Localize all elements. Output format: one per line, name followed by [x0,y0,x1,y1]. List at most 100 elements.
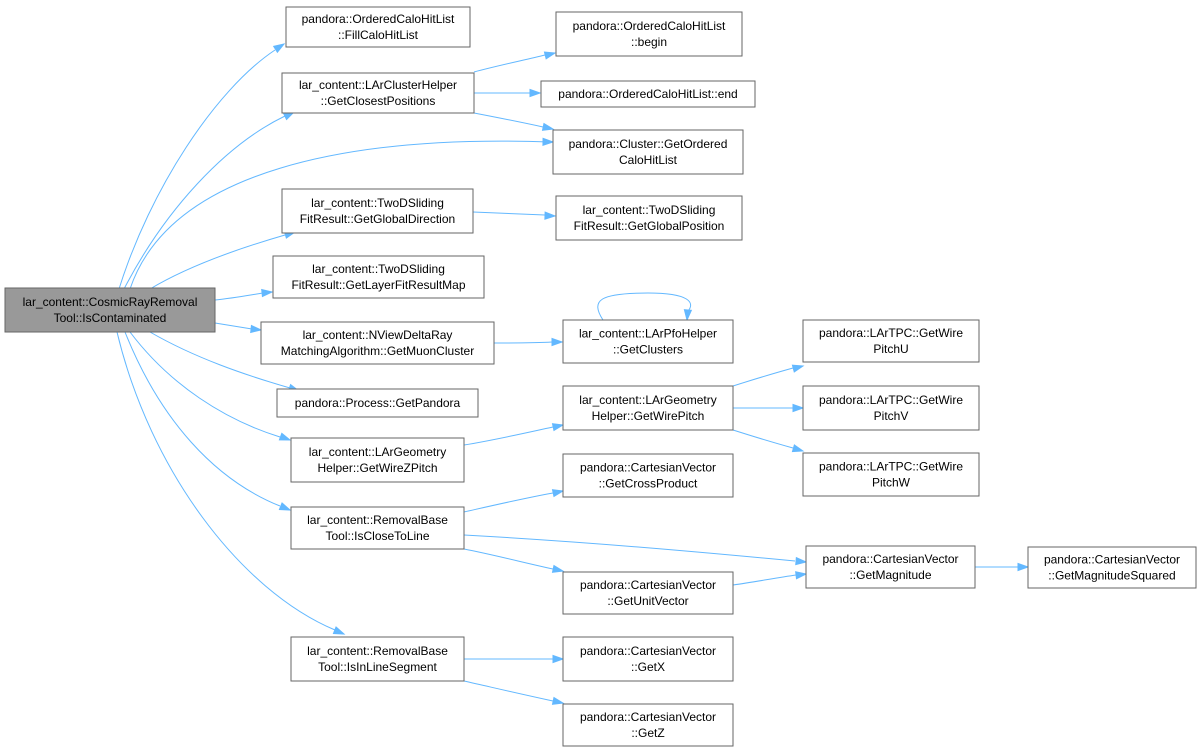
edge-n9-to-n16 [463,489,565,513]
graph-node[interactable]: lar_content::LArGeometryHelper::GetWireZ… [290,437,465,483]
arrowhead [795,571,808,580]
edge-line [463,426,554,446]
node-box [805,545,976,589]
edge-line [463,548,554,570]
graph-node[interactable]: pandora::CartesianVector::GetX [562,636,734,682]
graph-node[interactable]: lar_content::TwoDSlidingFitResult::GetGl… [555,195,743,241]
node-box [552,129,744,175]
node-box [555,11,743,57]
graph-node[interactable]: lar_content::LArGeometryHelper::GetWireP… [562,385,734,431]
arrowhead [551,423,565,432]
node-label-line: ::GetClosestPositions [321,94,436,108]
edge-line [493,341,553,344]
edge-line [463,680,554,702]
nodes-layer: lar_content::CosmicRayRemovalTool::IsCon… [4,6,1197,747]
edge-n2-to-n11 [473,51,557,73]
graph-node[interactable]: lar_content::LArPfoHelper::GetClusters [562,319,734,364]
node-label-line: pandora::OrderedCaloHitList [573,19,726,33]
node-box [1027,546,1197,589]
edge-n0-to-n5 [214,288,274,301]
node-label-line: lar_content::RemovalBase [307,513,448,527]
arrowhead [529,88,542,98]
node-label-line: lar_content::RemovalBase [307,644,448,658]
node-label-line: Tool::IsContaminated [54,311,167,325]
node-label-line: PitchV [874,409,909,423]
arrowhead [542,137,555,147]
graph-node[interactable]: pandora::OrderedCaloHitList::end [540,80,756,108]
arrowhead [552,654,565,664]
graph-node[interactable]: pandora::CartesianVector::GetZ [562,703,734,747]
node-box [555,195,743,241]
node-label-line: ::GetMagnitudeSquared [1048,569,1175,583]
edge-line [472,211,546,216]
graph-node[interactable]: lar_content::RemovalBaseTool::IsCloseToL… [290,506,465,550]
arrowhead [541,122,555,131]
node-label-line: lar_content::NViewDeltaRay [303,328,453,342]
graph-node[interactable]: pandora::CartesianVector::GetMagnitude [805,545,976,589]
arrowhead [551,696,565,705]
graph-node[interactable]: pandora::OrderedCaloHitList::FillCaloHit… [285,6,471,48]
edge-line [124,331,281,507]
node-box [281,72,475,114]
arrowhead [791,364,805,373]
edge-n9-to-n17 [463,548,565,573]
edge-line [149,234,286,290]
arrowhead [791,444,805,453]
node-label-line: pandora::Process::GetPandora [295,396,461,410]
node-box [802,452,980,497]
graph-node[interactable]: pandora::CartesianVector::GetCrossProduc… [562,453,734,498]
node-label-line: pandora::CartesianVector [1044,553,1180,567]
graph-node[interactable]: lar_content::NViewDeltaRayMatchingAlgori… [260,321,495,365]
root-node[interactable]: lar_content::CosmicRayRemovalTool::IsCon… [4,287,216,333]
edge-line [214,322,253,330]
node-label-line: lar_content::TwoDSliding [583,203,716,217]
node-box [802,319,980,363]
node-label-line: pandora::LArTPC::GetWire [819,460,963,474]
edge-n0-to-n10 [116,331,346,635]
graph-node[interactable]: lar_content::TwoDSlidingFitResult::GetGl… [281,188,474,234]
graph-node[interactable]: pandora::CartesianVector::GetUnitVector [562,571,734,615]
edge-n15-to-n22 [732,429,805,453]
node-label-line: FitResult::GetLayerFitResultMap [291,278,465,292]
graph-node[interactable]: lar_content::TwoDSlidingFitResult::GetLa… [272,255,485,299]
edge-n0-to-n1 [118,43,286,290]
node-label-line: Tool::IsCloseToLine [325,529,429,543]
node-box [290,506,465,550]
node-label-line: ::begin [631,35,667,49]
edge-line [129,140,551,290]
edge-line [463,534,796,562]
graph-node[interactable]: pandora::CartesianVector::GetMagnitudeSq… [1027,546,1197,589]
graph-node[interactable]: lar_content::LArClusterHelper::GetCloses… [281,72,475,114]
edge-line [732,429,794,449]
arrowhead [250,324,263,334]
edge-n0-to-n2 [123,111,296,290]
node-label-line: lar_content::CosmicRayRemoval [23,295,198,309]
edge-n8-to-n15 [463,423,565,446]
node-label-line: Helper::GetWireZPitch [317,461,437,475]
graph-node[interactable]: lar_content::RemovalBaseTool::IsInLineSe… [290,636,465,682]
node-label-line: pandora::CartesianVector [822,552,958,566]
arrowhead [683,309,693,322]
edge-line [732,367,794,387]
edge-line [129,331,281,438]
graph-node[interactable]: pandora::OrderedCaloHitList::begin [555,11,743,57]
node-label-line: pandora::LArTPC::GetWire [819,393,963,407]
node-label-line: pandora::CartesianVector [580,578,716,592]
arrowhead [544,211,557,220]
graph-node[interactable]: pandora::Process::GetPandora [276,388,479,418]
node-box [562,453,734,498]
node-box [260,321,495,365]
edge-line [597,292,692,321]
node-label-line: ::GetUnitVector [607,594,688,608]
node-box [276,388,479,418]
node-label-line: lar_content::TwoDSliding [311,196,444,210]
node-box [802,385,980,431]
edge-line [116,331,336,631]
node-box [562,703,734,747]
arrowhead [261,288,274,298]
arrowhead [795,556,808,566]
